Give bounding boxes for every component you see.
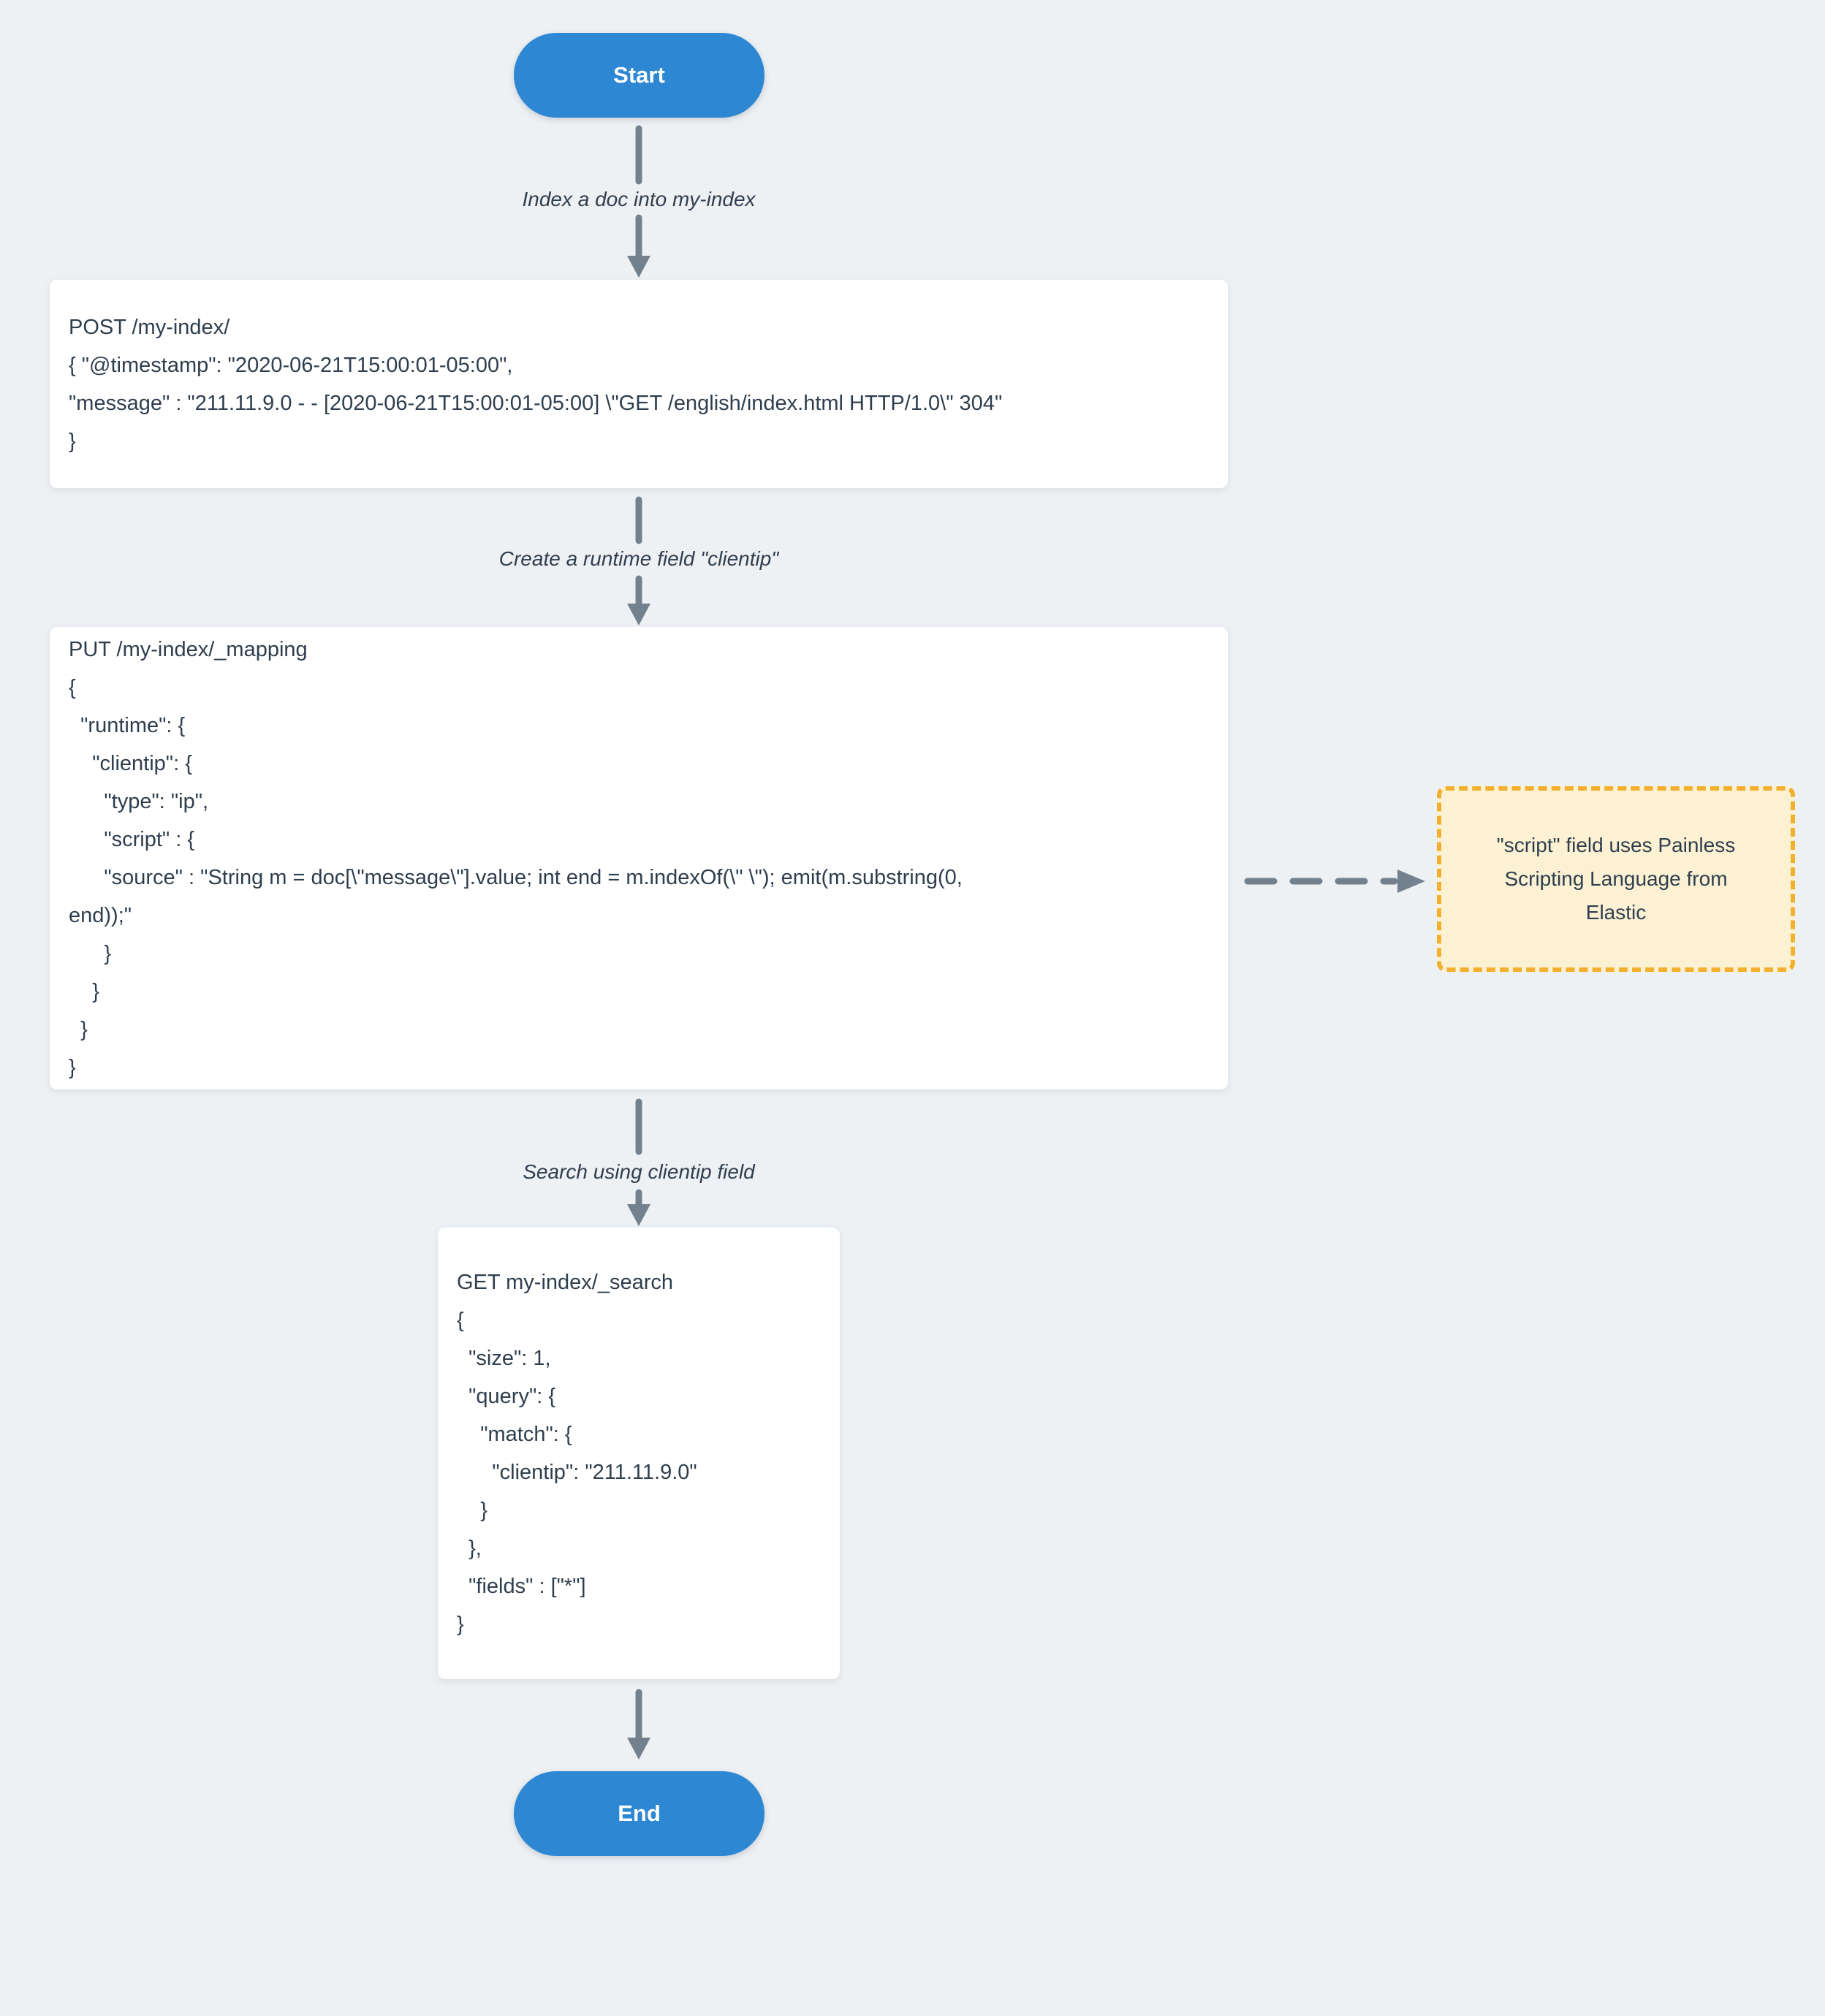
post-request-node: POST /my-index/{ "@timestamp": "2020-06-… (50, 280, 1228, 488)
search-request-code: GET my-index/_search{ "size": 1, "query"… (457, 1271, 697, 1636)
edge-label-create-runtime-field: Create a runtime field "clientip" (498, 547, 779, 570)
arrowhead-down-4 (627, 1738, 650, 1760)
start-node[interactable]: Start (514, 33, 764, 118)
edge-label-index-doc: Index a doc into my-index (522, 188, 756, 210)
end-node-label: End (618, 1800, 661, 1826)
mapping-request-code: PUT /my-index/_mapping{ "runtime": { "cl… (69, 637, 963, 1079)
arrowhead-down-1 (627, 256, 650, 278)
arrowhead-right-note (1397, 870, 1425, 893)
start-node-label: Start (613, 62, 665, 88)
arrowhead-down-3 (627, 1204, 650, 1226)
edge-label-search-clientip: Search using clientip field (523, 1160, 755, 1183)
mapping-request-node: PUT /my-index/_mapping{ "runtime": { "cl… (50, 627, 1228, 1089)
arrowhead-down-2 (627, 604, 650, 625)
post-request-code: POST /my-index/{ "@timestamp": "2020-06-… (69, 315, 1003, 453)
search-request-node: GET my-index/_search{ "size": 1, "query"… (438, 1228, 840, 1679)
end-node[interactable]: End (514, 1771, 764, 1856)
